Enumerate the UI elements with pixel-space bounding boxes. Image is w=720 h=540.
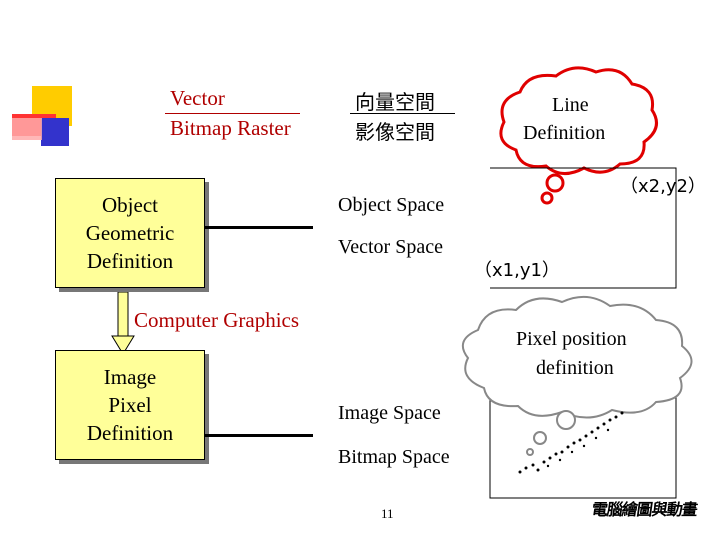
computer-graphics-label: Computer Graphics [134, 308, 300, 332]
image-box-line1: Image [103, 365, 157, 389]
cloud-top-line2: Definition [523, 122, 606, 144]
course-logo: 電腦繪圖與動畫 [590, 496, 710, 530]
header-bitmap-raster: Bitmap Raster [170, 116, 291, 140]
object-box-line3: Definition [86, 249, 174, 273]
header-zh-underline [350, 113, 455, 114]
cloud-top-line1: Line [552, 94, 589, 116]
cloud-bottom-line1: Pixel position [516, 328, 627, 350]
image-definition-box: Image Pixel Definition [55, 350, 205, 460]
object-space-frame [490, 167, 677, 289]
decor-square-blue [41, 118, 69, 146]
image-space-label: Image Space [338, 402, 441, 424]
object-space-label: Object Space [338, 194, 445, 216]
object-definition-box: Object Geometric Definition [55, 178, 205, 288]
image-connector-line [205, 434, 313, 437]
object-box-line2: Geometric [85, 221, 175, 245]
header-image-zh: 影像空間 [355, 120, 435, 144]
object-connector-line [205, 226, 313, 229]
object-box-line1: Object [102, 193, 158, 217]
cloud-bottom-line2: definition [536, 357, 614, 379]
pixel-definition-cloud [461, 295, 693, 456]
vector-space-label: Vector Space [338, 236, 443, 258]
pixel-dots [518, 411, 624, 474]
image-box-line2: Pixel [108, 393, 152, 417]
header-underline [165, 113, 300, 114]
page-number: 11 [381, 506, 394, 521]
image-box-line3: Definition [86, 421, 174, 445]
header-vector: Vector [170, 86, 225, 110]
decor-square-pink [12, 118, 42, 140]
line-definition-cloud [499, 66, 658, 205]
course-logo-text: 電腦繪圖與動畫 [590, 500, 699, 519]
header-vector-zh: 向量空間 [355, 90, 435, 114]
bitmap-space-label: Bitmap Space [338, 446, 450, 468]
computer-graphics-arrow [111, 291, 135, 355]
coord-x2-y2: （x2,y2） [620, 176, 706, 197]
coord-x1-y1: （x1,y1） [474, 260, 560, 281]
